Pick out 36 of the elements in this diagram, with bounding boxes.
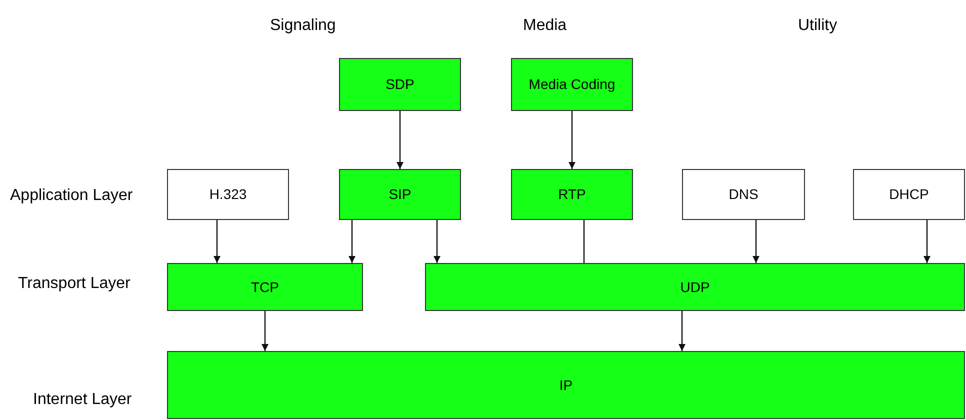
protocol-box (682, 169, 805, 220)
protocol-box (511, 58, 633, 111)
protocol-name: IP (559, 376, 573, 394)
protocol-box (167, 263, 363, 311)
arrow (348, 220, 356, 263)
arrow (752, 220, 760, 263)
protocol-name: DNS (728, 185, 758, 204)
protocol-name: RTP (558, 185, 586, 204)
arrow (924, 220, 930, 263)
protocol-name: SIP (388, 185, 412, 204)
arrow (262, 311, 268, 351)
protocol-name: TCP (251, 278, 279, 296)
arrow (396, 111, 404, 169)
protocol-name: SDP (386, 75, 414, 94)
arrow (214, 220, 220, 263)
protocol-box (339, 58, 461, 111)
arrow (568, 111, 576, 169)
protocol-name: DHCP (889, 185, 929, 204)
layer-label: Application Layer (10, 186, 133, 206)
protocol-box (339, 169, 461, 220)
arrow (434, 220, 440, 263)
protocol-name: Media Coding (528, 75, 616, 94)
column-heading: Signaling (270, 16, 336, 36)
column-heading: Media (523, 16, 567, 36)
protocol-box (167, 351, 965, 419)
protocol-box (167, 169, 289, 220)
column-heading: Utility (798, 16, 838, 36)
protocol-box (511, 169, 633, 220)
protocol-box (853, 169, 965, 220)
arrow (678, 311, 686, 351)
protocol-name: H.323 (209, 185, 247, 204)
layer-label: Internet Layer (33, 390, 132, 410)
protocol-name: UDP (680, 278, 710, 296)
layer-label: Transport Layer (18, 274, 130, 294)
connector-line (583, 220, 585, 263)
protocol-box (425, 263, 965, 311)
